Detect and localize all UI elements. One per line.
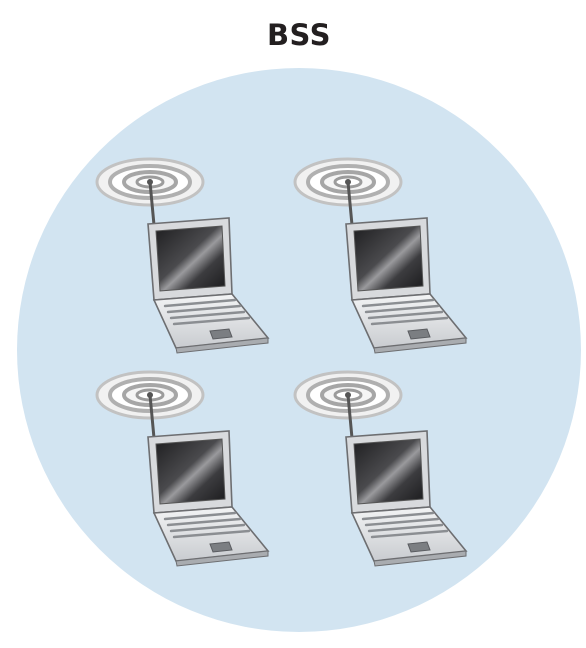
- bss-coverage-area: [17, 68, 581, 632]
- bss-title: BSS: [266, 18, 332, 52]
